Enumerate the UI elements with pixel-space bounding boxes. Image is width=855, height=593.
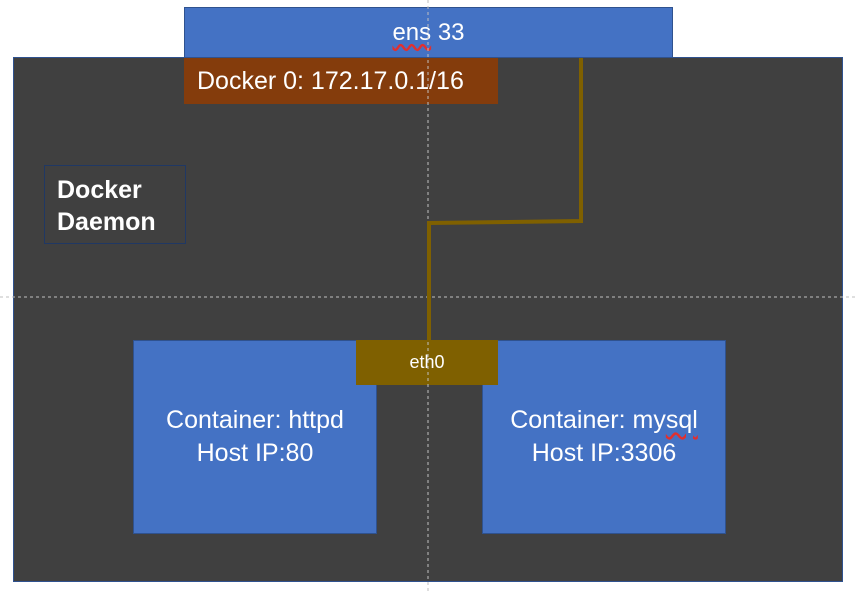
container-mysql-ip: Host IP:3306: [531, 439, 677, 467]
docker-daemon-label: Docker Daemon: [44, 165, 186, 244]
container-mysql-title-suffix: sql: [665, 406, 698, 434]
docker-daemon-line2: Daemon: [57, 208, 156, 236]
eth0-interface: eth0: [356, 340, 498, 385]
container-httpd-title: Container: httpd: [166, 406, 344, 434]
docker0-bridge: Docker 0: 172.17.0.1/16: [184, 58, 498, 104]
docker-daemon-line1: Docker: [57, 176, 142, 204]
container-httpd-name: Container: httpd: [166, 404, 344, 437]
ens33-interface: ens 33: [184, 7, 673, 58]
container-mysql-title: Container: my: [510, 406, 666, 434]
ens33-word: ens: [392, 18, 432, 46]
container-mysql-name: Container: mysql: [510, 404, 698, 437]
container-mysql: Container: mysql Host IP:3306: [482, 340, 726, 534]
ens33-number: 33: [431, 18, 465, 46]
container-httpd: Container: httpd Host IP:80: [133, 340, 377, 534]
container-httpd-ip: Host IP:80: [196, 439, 314, 467]
